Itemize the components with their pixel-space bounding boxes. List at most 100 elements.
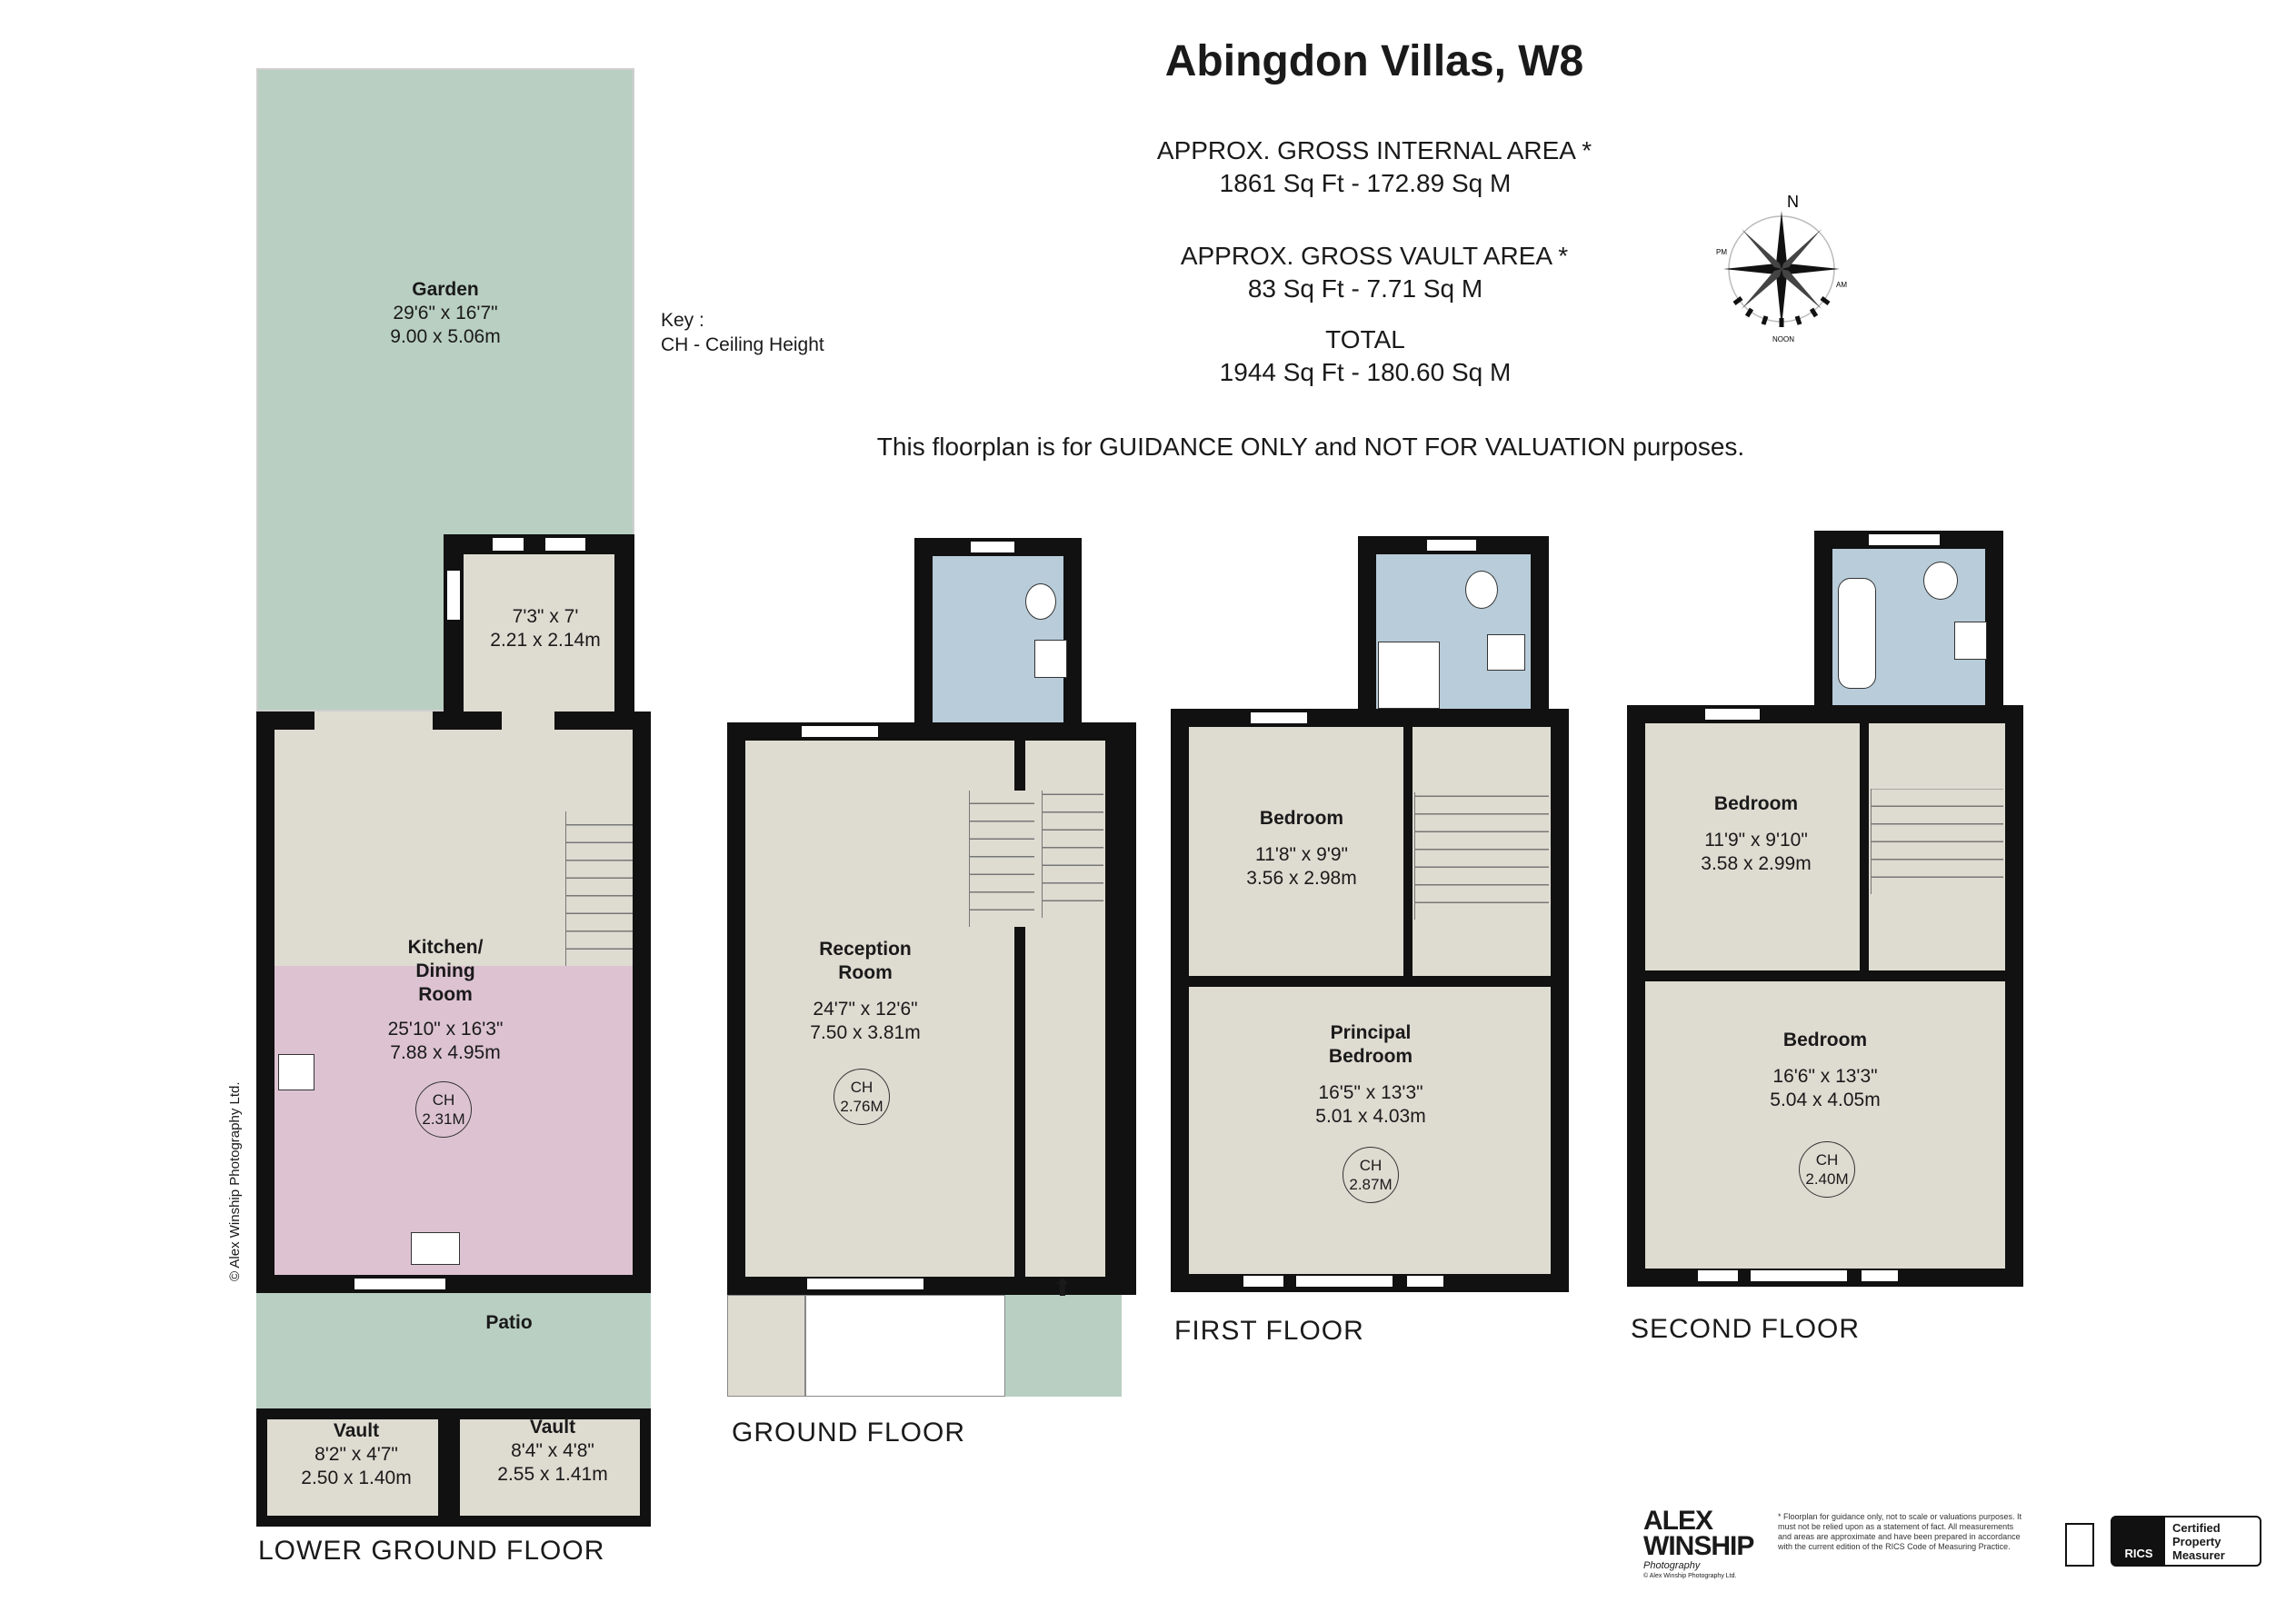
principal-bedroom-dimensions: 16'5" x 13'3"5.01 x 4.03m [1315, 1082, 1426, 1127]
vault-1 [256, 1408, 449, 1527]
window [969, 540, 1016, 554]
window [1696, 1269, 1740, 1283]
window [1867, 532, 1942, 547]
ground-floor-title: GROUND FLOOR [732, 1418, 966, 1448]
logo-line-4: © Alex Winship Photography Ltd. [1643, 1573, 1737, 1579]
compass-pm: PM [1716, 248, 1727, 256]
guidance-disclaimer: This floorplan is for GUIDANCE ONLY and … [876, 433, 1745, 461]
shower-icon [1378, 642, 1440, 709]
window [800, 724, 880, 739]
window [491, 536, 525, 552]
window [1249, 711, 1309, 725]
wall [554, 711, 651, 730]
window [805, 1277, 925, 1291]
second-floor-title: SECOND FLOOR [1631, 1314, 1861, 1344]
certified-line-2: Property [2172, 1535, 2221, 1548]
window [445, 569, 462, 622]
window [1749, 1269, 1849, 1283]
compass-noon: NOON [1772, 335, 1794, 343]
toilet-icon [1923, 562, 1958, 600]
wall [614, 534, 634, 716]
wall [1403, 709, 1413, 981]
window [1294, 1274, 1394, 1289]
key-title: Key : [661, 310, 704, 331]
wall [444, 534, 464, 716]
second-bedroom-1-label: Bedroom [1713, 793, 1799, 814]
key-ch: CH - Ceiling Height [661, 334, 824, 355]
lower-ground-floor-title: LOWER GROUND FLOOR [258, 1536, 605, 1566]
gia-label: APPROX. GROSS INTERNAL AREA * [1156, 136, 1592, 164]
window [1242, 1274, 1285, 1289]
utility-label: 7'3" x 7'2.21 x 2.14m [490, 606, 601, 651]
wall [256, 711, 275, 1293]
wall [256, 711, 314, 730]
wall [1189, 976, 1551, 987]
front-landing [805, 1295, 1005, 1397]
certified-line-1: Certified [2172, 1521, 2221, 1535]
window [353, 1277, 447, 1291]
page-title: Abingdon Villas, W8 [1164, 37, 1584, 85]
vault-2 [449, 1408, 651, 1527]
first-bathroom [1358, 536, 1549, 727]
entrance-arrow-icon: ⬆ [1053, 1274, 1073, 1301]
footer-note: * Floorplan for guidance only, not to sc… [1778, 1512, 2021, 1551]
wall [256, 1275, 651, 1293]
stairs [565, 811, 633, 966]
copyright-vertical: © Alex Winship Photography Ltd. [227, 1081, 243, 1281]
front-entrance-path [1005, 1295, 1122, 1397]
kitchen-dimensions: 25'10" x 16'3"7.88 x 4.95m [387, 1019, 504, 1063]
compass-rose: N NOON PM AM [1716, 193, 1847, 343]
logo-line-2: WINSHIP [1643, 1531, 1754, 1561]
ground-bathroom [914, 538, 1082, 731]
wall [633, 711, 651, 1293]
rics-badge: RICS Certified Property Measurer [2111, 1516, 2261, 1567]
first-floor-title: FIRST FLOOR [1174, 1316, 1364, 1346]
window [1703, 707, 1762, 721]
wall [1860, 705, 1869, 978]
compass-am: AM [1836, 281, 1847, 289]
wall [444, 534, 634, 554]
basin-icon [1487, 634, 1525, 671]
basin-icon [1954, 622, 1987, 660]
toilet-icon [1025, 583, 1056, 620]
stairs [969, 791, 1034, 927]
second-bedroom-2-dimensions: 16'6" x 13'3"5.04 x 4.05m [1770, 1066, 1881, 1110]
logo-line-1: ALEX [1643, 1506, 1713, 1536]
gia-value: 1861 Sq Ft - 172.89 Sq M [1219, 169, 1512, 197]
stairs [1414, 792, 1549, 920]
vault-area-label: APPROX. GROSS VAULT AREA * [1180, 242, 1569, 270]
wall [1116, 722, 1136, 1295]
basin-icon [1034, 640, 1067, 678]
compass-north: N [1787, 193, 1799, 211]
measuring-emblem [2065, 1523, 2094, 1567]
bath-icon [1838, 578, 1876, 689]
window [544, 536, 587, 552]
vault-area-value: 83 Sq Ft - 7.71 Sq M [1247, 274, 1483, 303]
reception-dimensions: 24'7" x 12'6"7.50 x 3.81m [810, 999, 921, 1043]
alex-winship-logo: ALEX WINSHIP Photography © Alex Winship … [1643, 1508, 1771, 1580]
first-bedroom-dimensions: 11'8" x 9'9"3.56 x 2.98m [1246, 844, 1357, 889]
stairs [1871, 789, 2003, 894]
rics-logo: RICS [2112, 1518, 2165, 1565]
total-value: 1944 Sq Ft - 180.60 Sq M [1219, 358, 1512, 386]
stairs [1042, 791, 1103, 918]
logo-line-3: Photography [1643, 1560, 1701, 1571]
second-bedroom-2-label: Bedroom [1782, 1030, 1868, 1050]
wall [433, 711, 502, 730]
wall [1645, 970, 2005, 981]
patio [256, 1293, 651, 1411]
sink-icon [411, 1232, 460, 1265]
utility-room [444, 534, 633, 716]
front-steps [727, 1295, 805, 1397]
patio-label: Patio [485, 1312, 533, 1333]
hob-icon [278, 1054, 314, 1090]
first-bedroom-label: Bedroom [1259, 808, 1344, 829]
